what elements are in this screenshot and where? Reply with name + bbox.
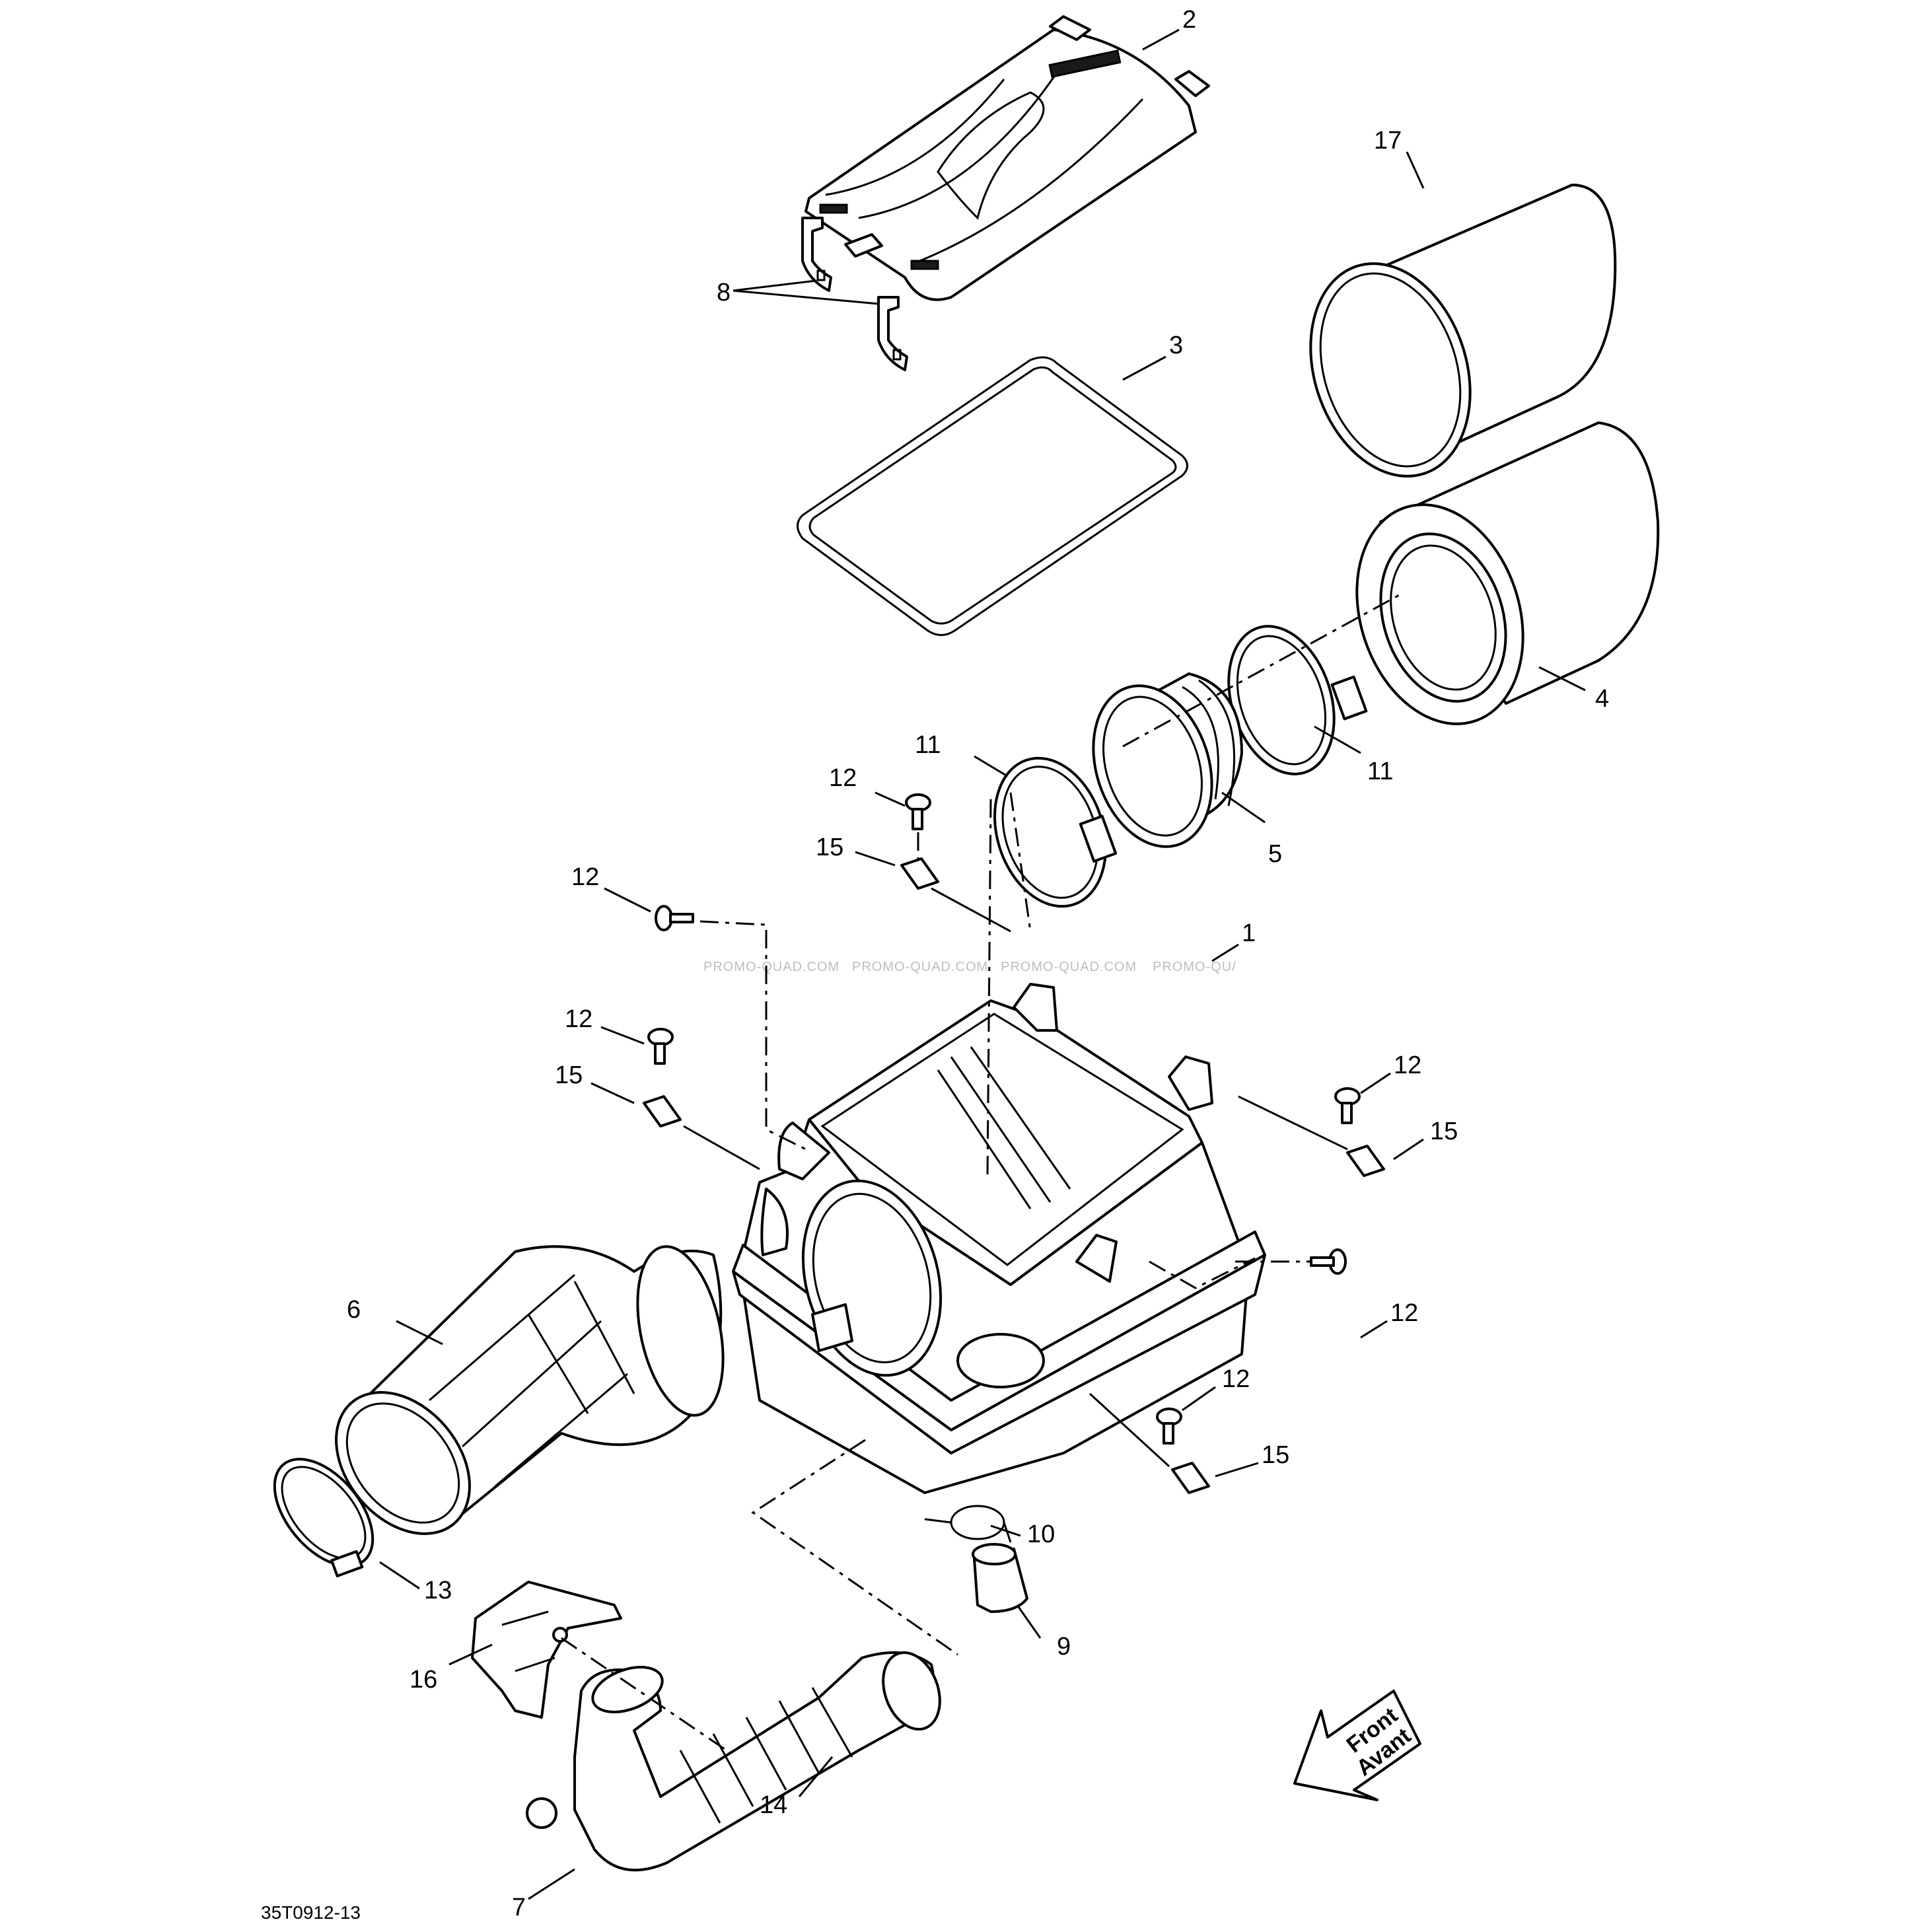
part-air-filter bbox=[1355, 421, 1660, 725]
callout-labels: 2 17 8 3 4 11 11 5 12 15 12 1 12 15 12 1… bbox=[347, 6, 1609, 1921]
watermark-2: PROMO-QUAD.COM bbox=[852, 960, 988, 974]
callout-15-b: 15 bbox=[555, 1061, 583, 1089]
callout-12-a: 12 bbox=[829, 764, 857, 792]
callout-8: 8 bbox=[717, 279, 731, 306]
callout-6: 6 bbox=[347, 1296, 361, 1324]
callout-7: 7 bbox=[512, 1894, 526, 1921]
screw-f bbox=[1156, 1408, 1182, 1445]
callout-leaders bbox=[379, 28, 1586, 1900]
part-bracket bbox=[471, 1581, 622, 1719]
callout-15-c: 15 bbox=[1430, 1118, 1458, 1145]
screw-a bbox=[905, 793, 931, 830]
callout-9: 9 bbox=[1057, 1633, 1071, 1661]
part-drain-tube bbox=[972, 1543, 1028, 1613]
figure-code: 35T0912-13 bbox=[261, 1902, 361, 1923]
screw-b bbox=[655, 905, 694, 931]
part-lower-duct bbox=[526, 1651, 941, 1872]
watermark-4: PROMO-QU/ bbox=[1153, 960, 1236, 974]
part-hose-clamp bbox=[273, 1458, 375, 1578]
part-airbox-cover bbox=[805, 15, 1210, 301]
callout-12-c: 12 bbox=[565, 1005, 592, 1033]
watermark-3: PROMO-QUAD.COM bbox=[1001, 960, 1137, 974]
callout-12-d: 12 bbox=[1394, 1052, 1421, 1079]
callout-12-f: 12 bbox=[1222, 1365, 1250, 1393]
callout-4: 4 bbox=[1595, 685, 1609, 713]
callout-14: 14 bbox=[760, 1791, 787, 1819]
watermark-1: PROMO-QUAD.COM bbox=[703, 960, 840, 974]
callout-15-a: 15 bbox=[816, 834, 843, 861]
callout-16: 16 bbox=[410, 1666, 437, 1694]
part-gasket bbox=[797, 356, 1188, 636]
part-intake-boot bbox=[1092, 672, 1243, 848]
part-clips bbox=[801, 217, 908, 371]
front-direction-arrow: Front Avant bbox=[1293, 1690, 1421, 1801]
callout-13: 13 bbox=[424, 1577, 452, 1604]
callout-1: 1 bbox=[1242, 919, 1256, 947]
callout-3: 3 bbox=[1169, 332, 1183, 359]
callout-17: 17 bbox=[1374, 127, 1402, 155]
callout-11-left: 11 bbox=[915, 731, 941, 759]
part-intake-tube bbox=[335, 1245, 725, 1535]
callout-15-d: 15 bbox=[1262, 1441, 1289, 1469]
screw-c bbox=[647, 1028, 674, 1065]
callout-5: 5 bbox=[1268, 840, 1282, 868]
callout-11-right: 11 bbox=[1367, 758, 1393, 785]
part-filter-sleeve bbox=[1309, 184, 1617, 478]
assembly-centerlines bbox=[561, 593, 1401, 1752]
screw-e bbox=[1310, 1248, 1347, 1275]
part-clip-nuts bbox=[643, 857, 1385, 1494]
callout-10: 10 bbox=[1027, 1521, 1055, 1548]
callout-2: 2 bbox=[1182, 6, 1196, 34]
part-spring-clamp bbox=[924, 1505, 1012, 1543]
callout-12-e: 12 bbox=[1390, 1299, 1418, 1327]
screw-d bbox=[1334, 1087, 1361, 1124]
part-airbox-body bbox=[732, 983, 1266, 1494]
callout-12-b: 12 bbox=[571, 863, 599, 891]
